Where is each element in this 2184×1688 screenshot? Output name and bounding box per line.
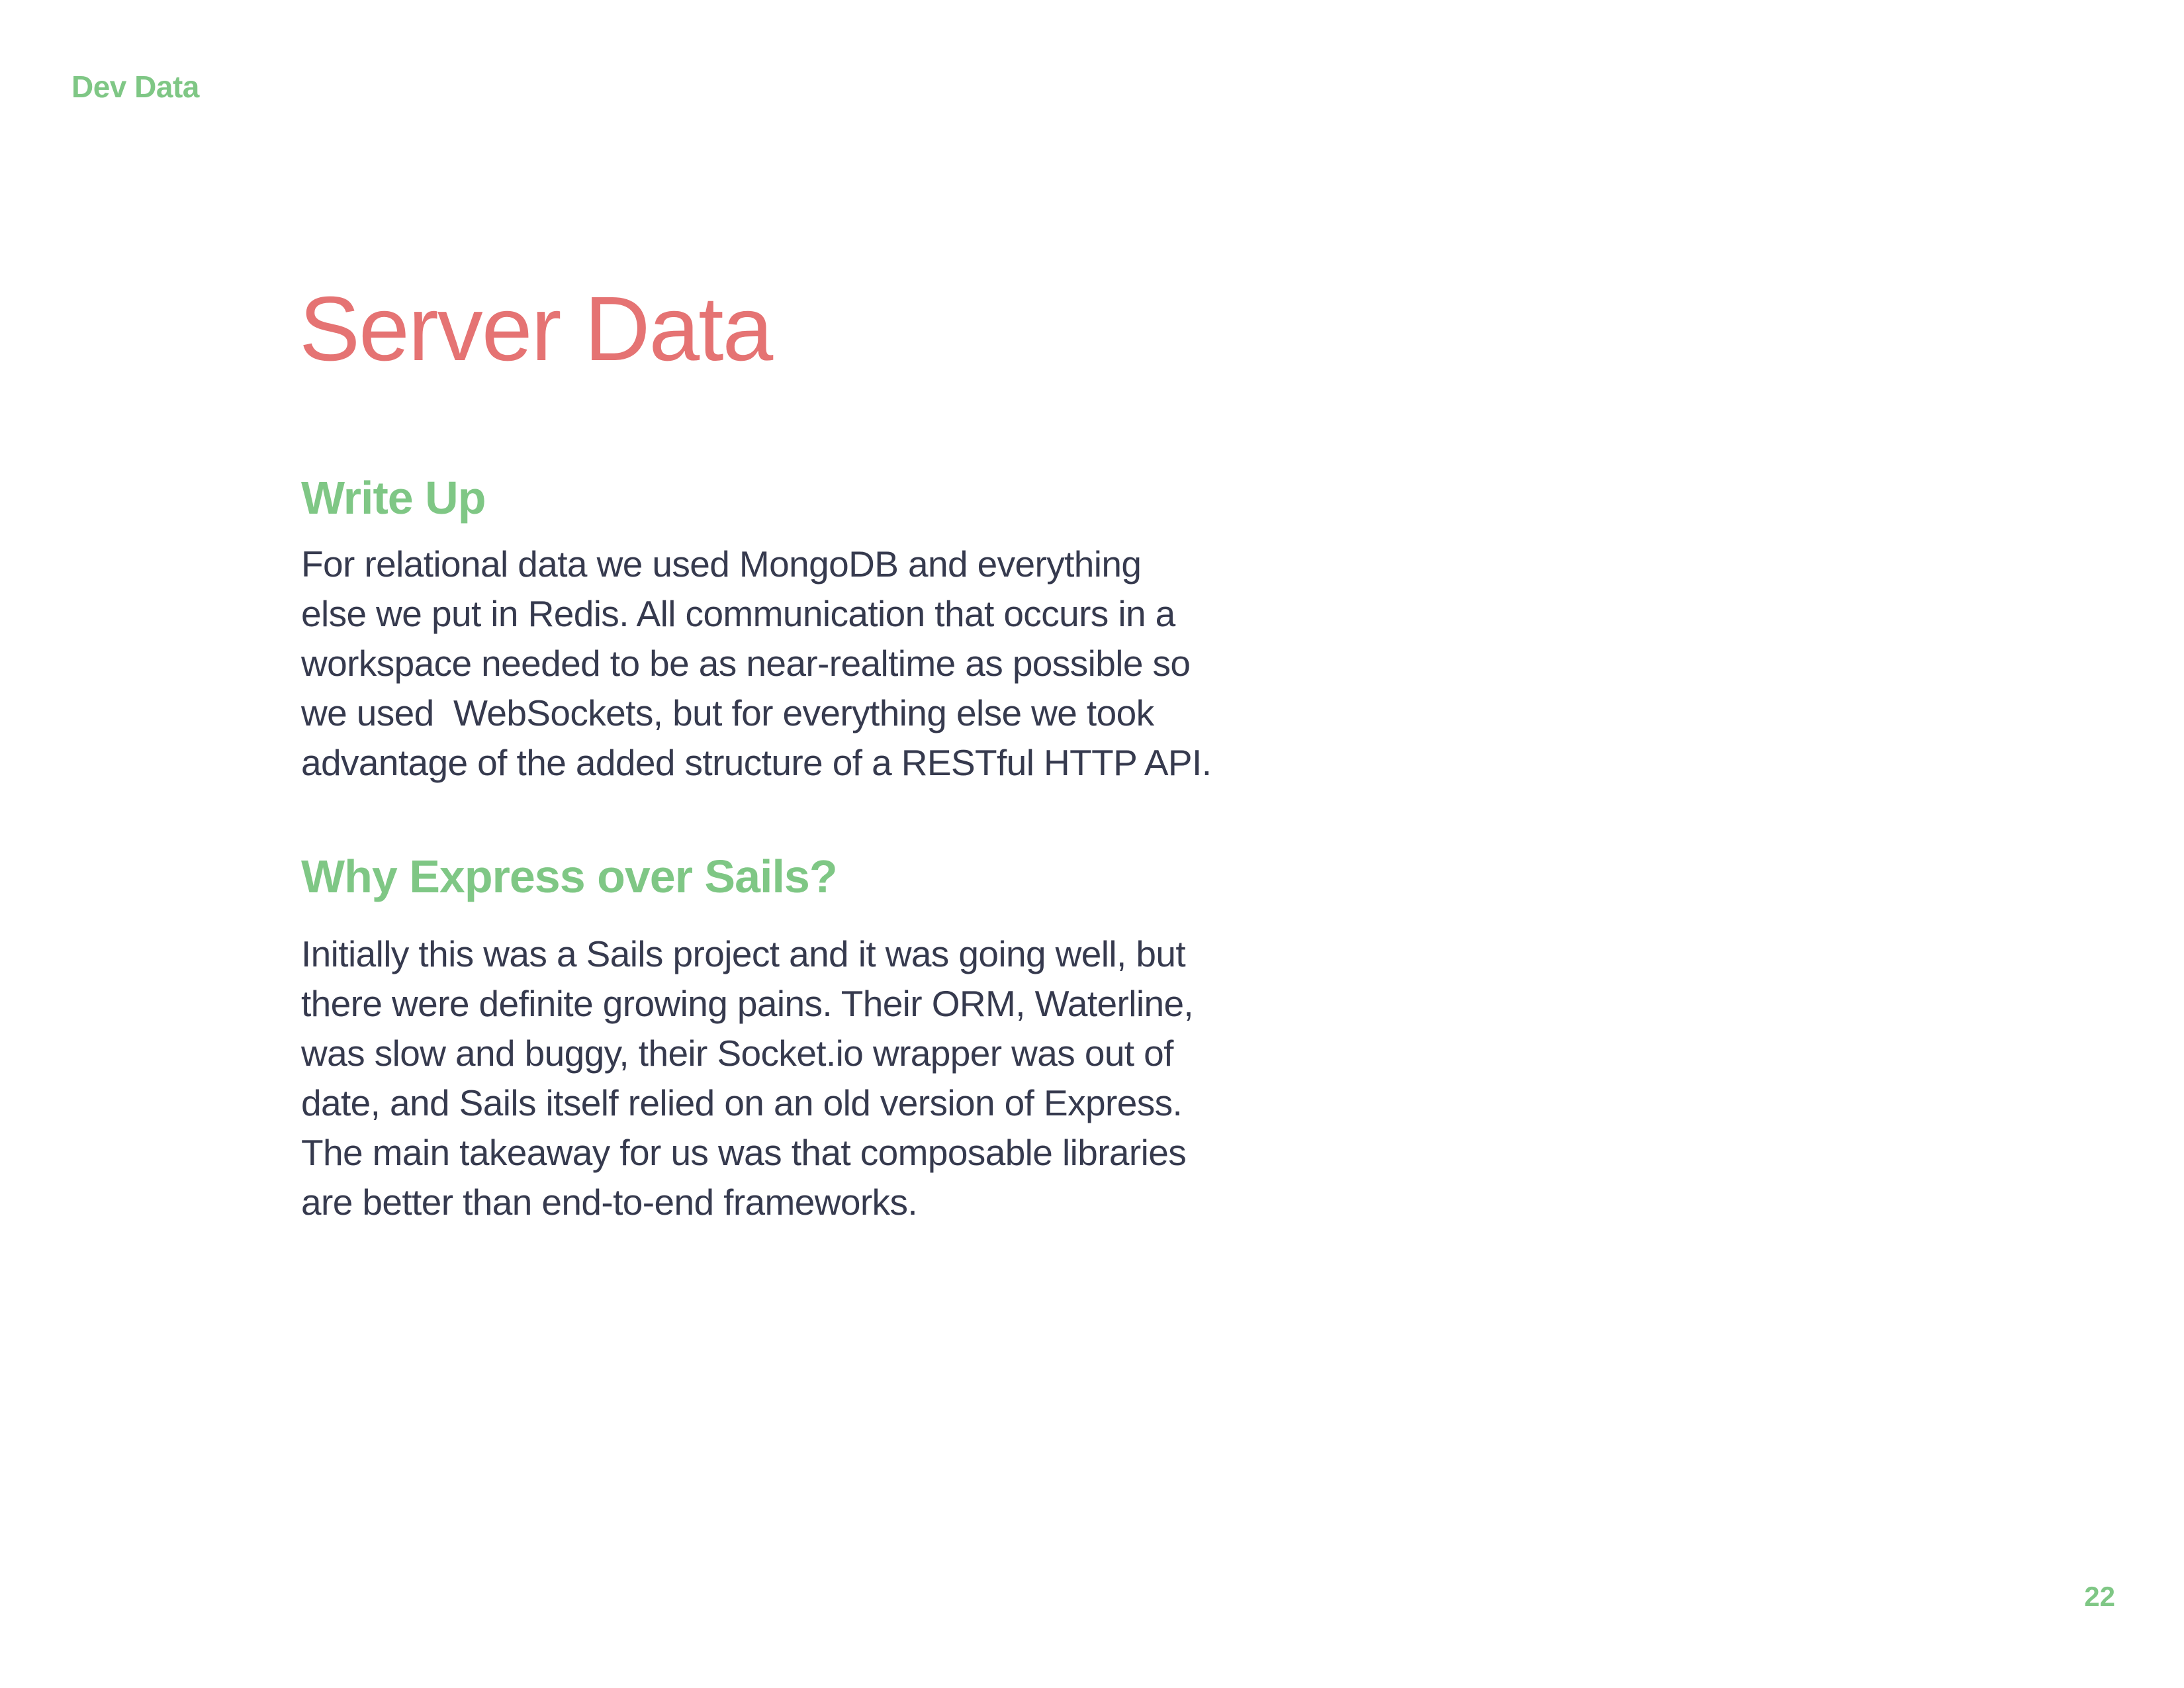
paragraph-line: workspace needed to be as near-realtime … <box>301 642 1191 684</box>
paragraph-line: date, and Sails itself relied on an old … <box>301 1082 1183 1123</box>
page-title: Server Data <box>299 278 773 380</box>
paragraph-line: was slow and buggy, their Socket.io wrap… <box>301 1033 1173 1074</box>
section-heading-why-express: Why Express over Sails? <box>301 850 838 902</box>
section-tag: Dev Data <box>71 70 199 104</box>
section-paragraph-why-express: Initially this was a Sails project and i… <box>301 929 1307 1227</box>
section-heading-write-up: Write Up <box>301 472 486 524</box>
paragraph-line: The main takeaway for us was that compos… <box>301 1132 1187 1173</box>
paragraph-line: For relational data we used MongoDB and … <box>301 543 1142 585</box>
paragraph-line: there were definite growing pains. Their… <box>301 983 1194 1024</box>
paragraph-line: else we put in Redis. All communication … <box>301 592 1175 634</box>
content-body: Write Up For relational data we used Mon… <box>301 471 1307 1227</box>
section-paragraph-write-up: For relational data we used MongoDB and … <box>301 539 1307 788</box>
paragraph-line: we used WebSockets, but for everything e… <box>301 692 1154 733</box>
page-number: 22 <box>2084 1581 2115 1612</box>
paragraph-line: are better than end-to-end frameworks. <box>301 1182 918 1223</box>
paragraph-line: advantage of the added structure of a RE… <box>301 741 1212 783</box>
paragraph-line: Initially this was a Sails project and i… <box>301 933 1186 974</box>
